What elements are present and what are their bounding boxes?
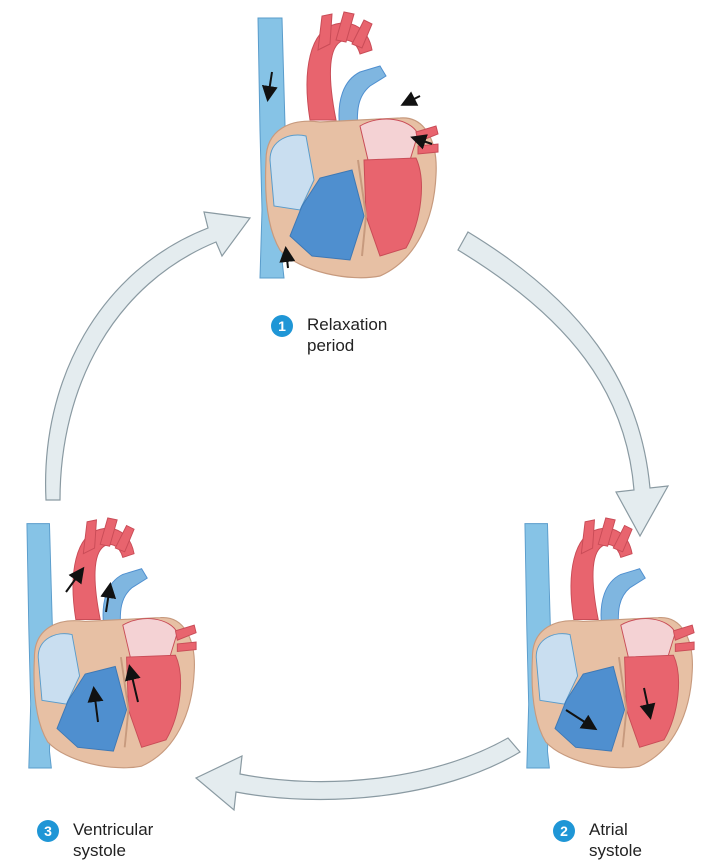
step-number-badge: 3 bbox=[37, 820, 59, 842]
heart-illustration-relaxation bbox=[258, 12, 438, 278]
stage-label: Ventricular systole bbox=[73, 819, 153, 861]
step-number-badge: 1 bbox=[271, 315, 293, 337]
heart-illustration-ventricular-systole bbox=[27, 518, 196, 768]
step-number-badge: 2 bbox=[553, 820, 575, 842]
stage-label-line1: Ventricular bbox=[73, 819, 153, 840]
stage-label: Atrial systole bbox=[589, 819, 642, 861]
cycle-arrow-2-to-3 bbox=[196, 738, 520, 810]
stage-label-line2: systole bbox=[589, 840, 642, 861]
stage-label-line2: period bbox=[307, 335, 387, 356]
cycle-arrow-3-to-1 bbox=[46, 212, 250, 500]
heart-illustration-atrial-systole bbox=[525, 518, 694, 768]
cycle-arrow-1-to-2 bbox=[458, 232, 668, 536]
stage-label-line2: systole bbox=[73, 840, 153, 861]
stage-label: Relaxation period bbox=[307, 314, 387, 356]
stage-label-line1: Relaxation bbox=[307, 314, 387, 335]
stage-label-line1: Atrial bbox=[589, 819, 642, 840]
